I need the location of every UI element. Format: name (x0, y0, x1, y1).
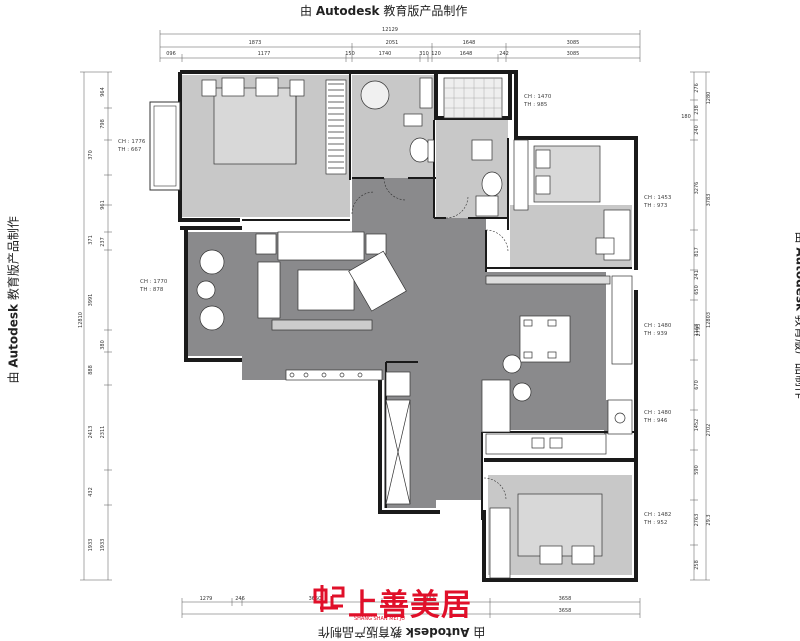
dim-right-7: 3783 (706, 194, 712, 207)
dining-furniture (520, 316, 570, 362)
wardrobe-right (612, 276, 632, 364)
dim-left-3: 370 (88, 150, 94, 160)
dim-right-8: 817 (694, 247, 700, 257)
dim-top-r2-8: 242 (499, 51, 509, 57)
room-2-ch: CH : 1470 (524, 94, 552, 100)
dim-right-6: 3276 (694, 182, 700, 195)
room-4-th: TH : 878 (139, 287, 164, 293)
bar-stool-1 (503, 355, 521, 373)
dim-top-r2-6: 120 (431, 51, 441, 57)
logo-subtitle: SHANG SHAN MEI JU (354, 616, 405, 622)
room-5-ch: CH : 1480 (644, 323, 672, 329)
dim-left-9: 888 (88, 365, 94, 375)
dim-left-4: 961 (100, 200, 106, 210)
dim-left-1: 964 (100, 87, 106, 97)
dim-left-5: 371 (88, 235, 94, 245)
room-5-th: TH : 939 (643, 331, 668, 337)
dim-right-13: 670 (694, 380, 700, 390)
dim-right-total: 12803 (706, 312, 712, 328)
room-1-ch: CH : 1776 (118, 139, 146, 145)
dim-top-1: 1873 (249, 40, 262, 46)
room-7-ch: CH : 1482 (644, 512, 671, 518)
bar-stool-2 (513, 383, 531, 401)
dim-left-14: 1933 (100, 539, 106, 552)
dim-right-5: 240 (694, 125, 700, 135)
dim-right-19: 258 (694, 560, 700, 570)
room-1-th: TH : 667 (117, 147, 142, 153)
dim-right-18: 29.3 (706, 514, 712, 525)
dim-right-10: 650 (694, 285, 700, 295)
room-4-ch: CH : 1770 (140, 279, 168, 285)
dim-right-2: 238 (694, 105, 700, 115)
room-6-th: TH : 946 (643, 418, 668, 424)
dim-left-2: 798 (100, 119, 106, 129)
dim-right-15: 2702 (706, 424, 712, 437)
dim-top-r2-7: 1648 (460, 51, 473, 57)
dim-left-10: 2413 (88, 426, 94, 439)
dim-left-13: 1933 (88, 539, 94, 552)
dim-left-7: 3991 (88, 294, 94, 307)
room-3-th: TH : 973 (643, 203, 668, 209)
storage-bar (486, 276, 610, 284)
dim-left-total: 12810 (78, 312, 84, 328)
dim-top-r2-9: 3085 (567, 51, 580, 57)
dim-bottom-2: 246 (235, 596, 245, 602)
dim-top-r2-3: 150 (345, 51, 355, 57)
room-3-ch: CH : 1453 (644, 195, 672, 201)
dim-left-6: 237 (100, 237, 106, 247)
dim-bottom-1: 1279 (200, 596, 213, 602)
dim-top-3: 1648 (463, 40, 476, 46)
dim-top-4: 3085 (567, 40, 580, 46)
room-2-th: TH : 985 (523, 102, 548, 108)
balcony-bay (150, 102, 180, 190)
dim-left-12: 432 (88, 487, 94, 497)
dim-left-11: 2311 (100, 426, 106, 439)
room-6-ch: CH : 1480 (644, 410, 672, 416)
kitchen-island (482, 380, 510, 432)
dim-right-14: 1452 (694, 419, 700, 432)
kitchen-counter (486, 434, 606, 454)
dim-bottom-5: 3658 (559, 596, 572, 602)
dim-right-17: 2763 (694, 514, 700, 527)
dim-top-r2-2: 1177 (258, 51, 271, 57)
logo-mark-icon (312, 582, 346, 616)
dim-right-1: 276 (694, 83, 700, 93)
dim-top-r2-5: 310 (419, 51, 429, 57)
dim-left-8: 380 (100, 340, 106, 350)
dim-top-r2-4: 1740 (379, 51, 392, 57)
dim-top-2: 2051 (386, 40, 399, 46)
dim-right-12: 1168 (694, 324, 700, 337)
dim-bottom-r2-1: 3658 (559, 608, 572, 614)
dim-top-total: 12129 (382, 27, 398, 33)
dim-right-3: 1280 (706, 92, 712, 105)
dim-right-16: 590 (694, 465, 700, 475)
dim-top-r2-1: 096 (166, 51, 176, 57)
room-7-th: TH : 952 (643, 520, 667, 526)
dim-right-9: 241 (694, 270, 700, 280)
dim-right-4: 180 (681, 114, 691, 120)
